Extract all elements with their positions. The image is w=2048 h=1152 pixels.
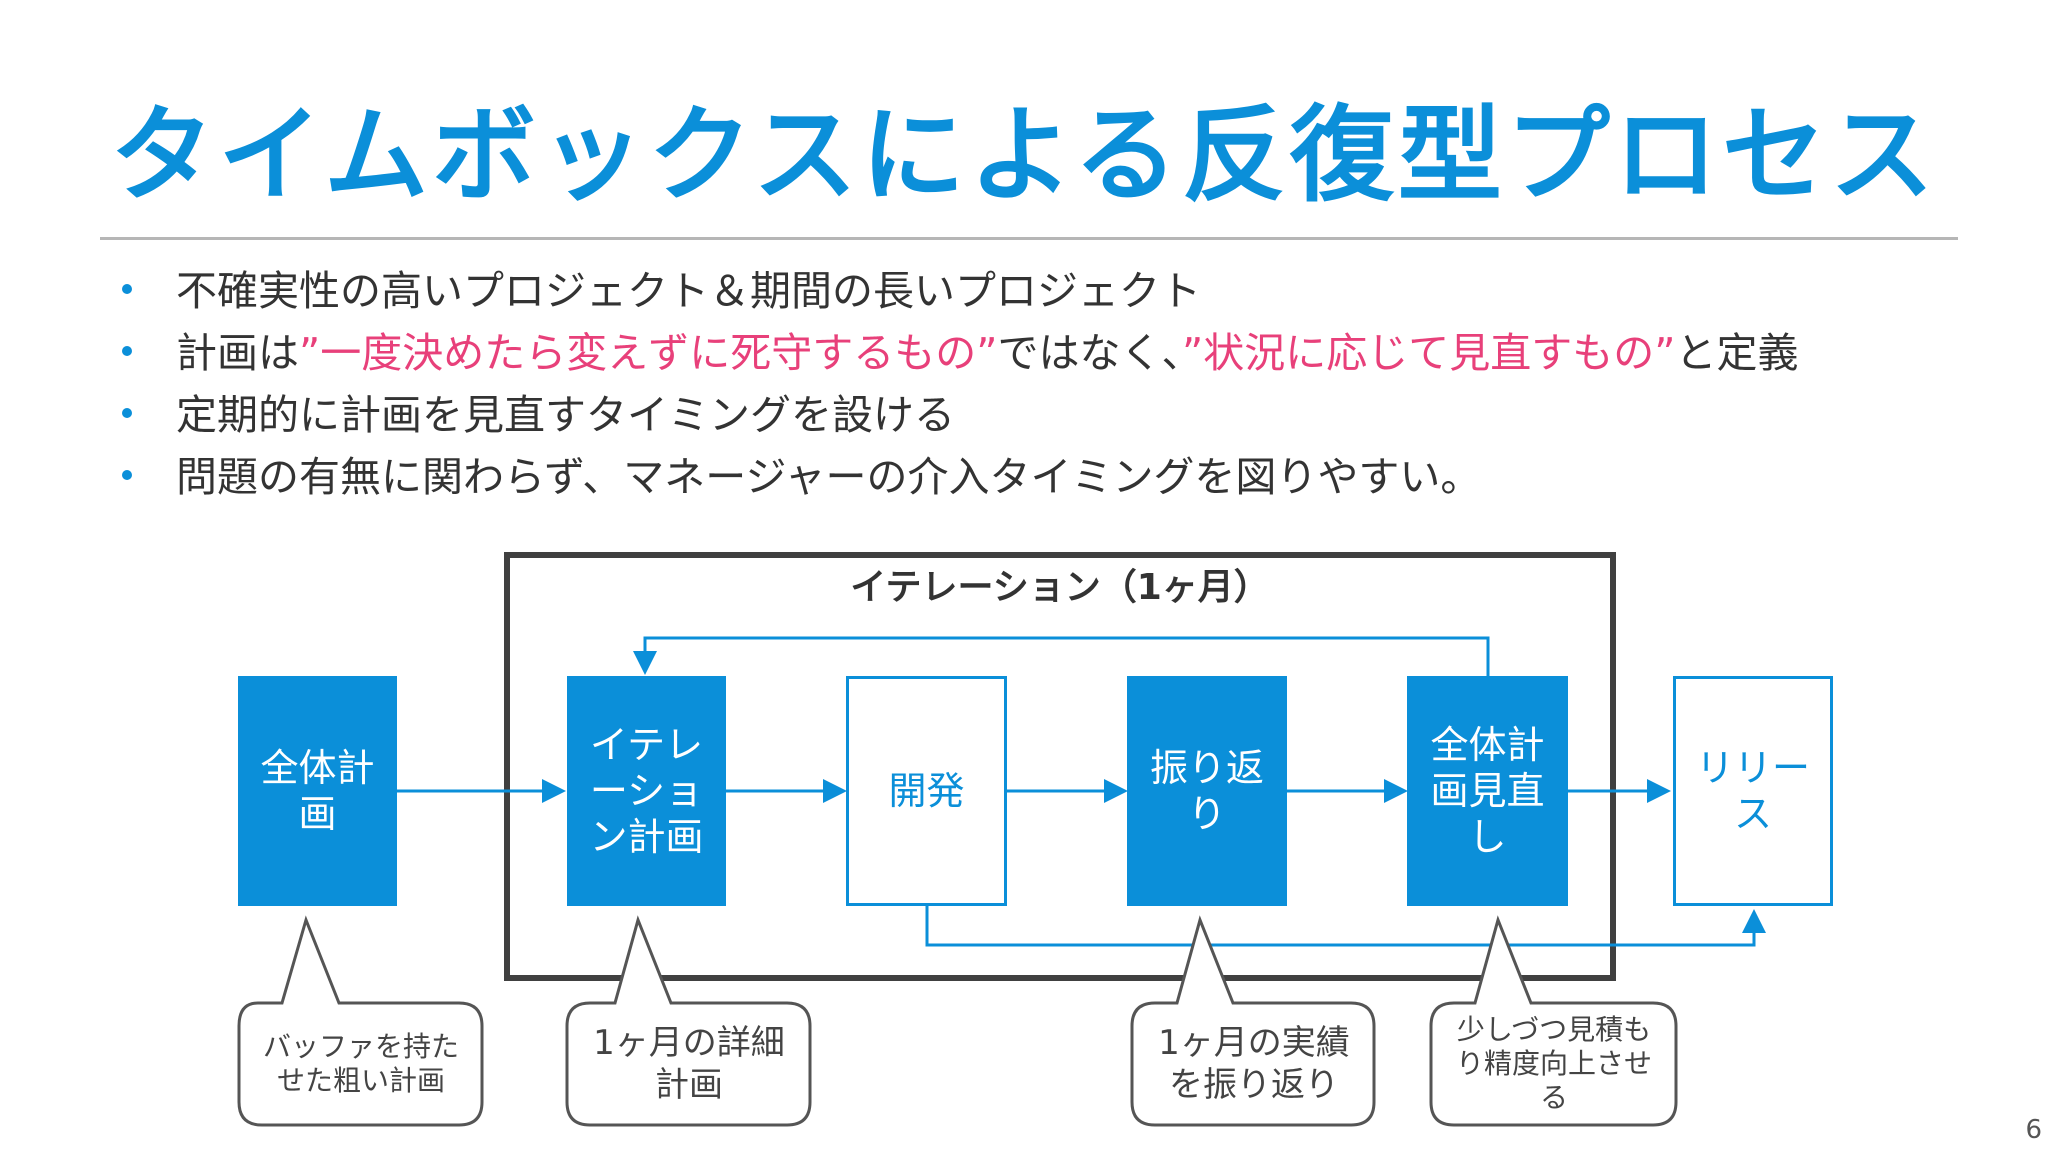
highlight-text: ”状況に応じて見直すもの”: [1181, 329, 1676, 377]
bullet-item: 定期的に計画を見直すタイミングを設ける: [112, 384, 1798, 446]
callout-bubble: [565, 915, 812, 1127]
callout-bubble: [1429, 915, 1678, 1127]
loop-back-arrow: [633, 636, 1490, 676]
development-box: 開発: [846, 676, 1007, 906]
bullet-dot-icon: [122, 470, 132, 480]
bullet-dot-icon: [122, 346, 132, 356]
callout-text: 1ヶ月の詳細計画: [593, 1023, 785, 1105]
bullet-dot-icon: [122, 408, 132, 418]
iteration-label: イテレーション（1ヶ月）: [850, 567, 1270, 608]
callout-bubble: [237, 915, 484, 1127]
bypass-arrow: [925, 906, 1766, 947]
overall-plan-box: 全体計画: [238, 676, 397, 906]
iteration-plan-box: イテレーション計画: [567, 676, 726, 906]
retrospective-box: 振り返り: [1127, 676, 1287, 906]
slide-title: タイムボックスによる反復型プロセス: [110, 94, 1938, 216]
bullet-dot-icon: [122, 284, 132, 294]
bullet-item: 計画は”一度決めたら変えずに死守するもの”ではなく、”状況に応じて見直すもの”と…: [112, 322, 1798, 384]
callout-text: 少しづつ見積もり精度向上させる: [1455, 1013, 1652, 1114]
plan-review-box: 全体計画見直し: [1407, 676, 1568, 906]
highlight-text: ”一度決めたら変えずに死守するもの”: [299, 329, 998, 377]
iteration-frame: [504, 552, 1616, 981]
page-number: 6: [2025, 1115, 2042, 1145]
bullet-list: 不確実性の高いプロジェクト＆期間の長いプロジェクト 計画は”一度決めたら変えずに…: [112, 260, 1798, 508]
bullet-item: 不確実性の高いプロジェクト＆期間の長いプロジェクト: [112, 260, 1798, 322]
callout-text: 1ヶ月の実績を振り返り: [1158, 1023, 1350, 1105]
callout-text: バッファを持たせた粗い計画: [262, 1030, 459, 1097]
callout-bubble: [1130, 915, 1376, 1127]
release-box: リリース: [1673, 676, 1833, 906]
title-divider: [100, 237, 1958, 240]
bullet-item: 問題の有無に関わらず、マネージャーの介入タイミングを図りやすい。: [112, 446, 1798, 508]
